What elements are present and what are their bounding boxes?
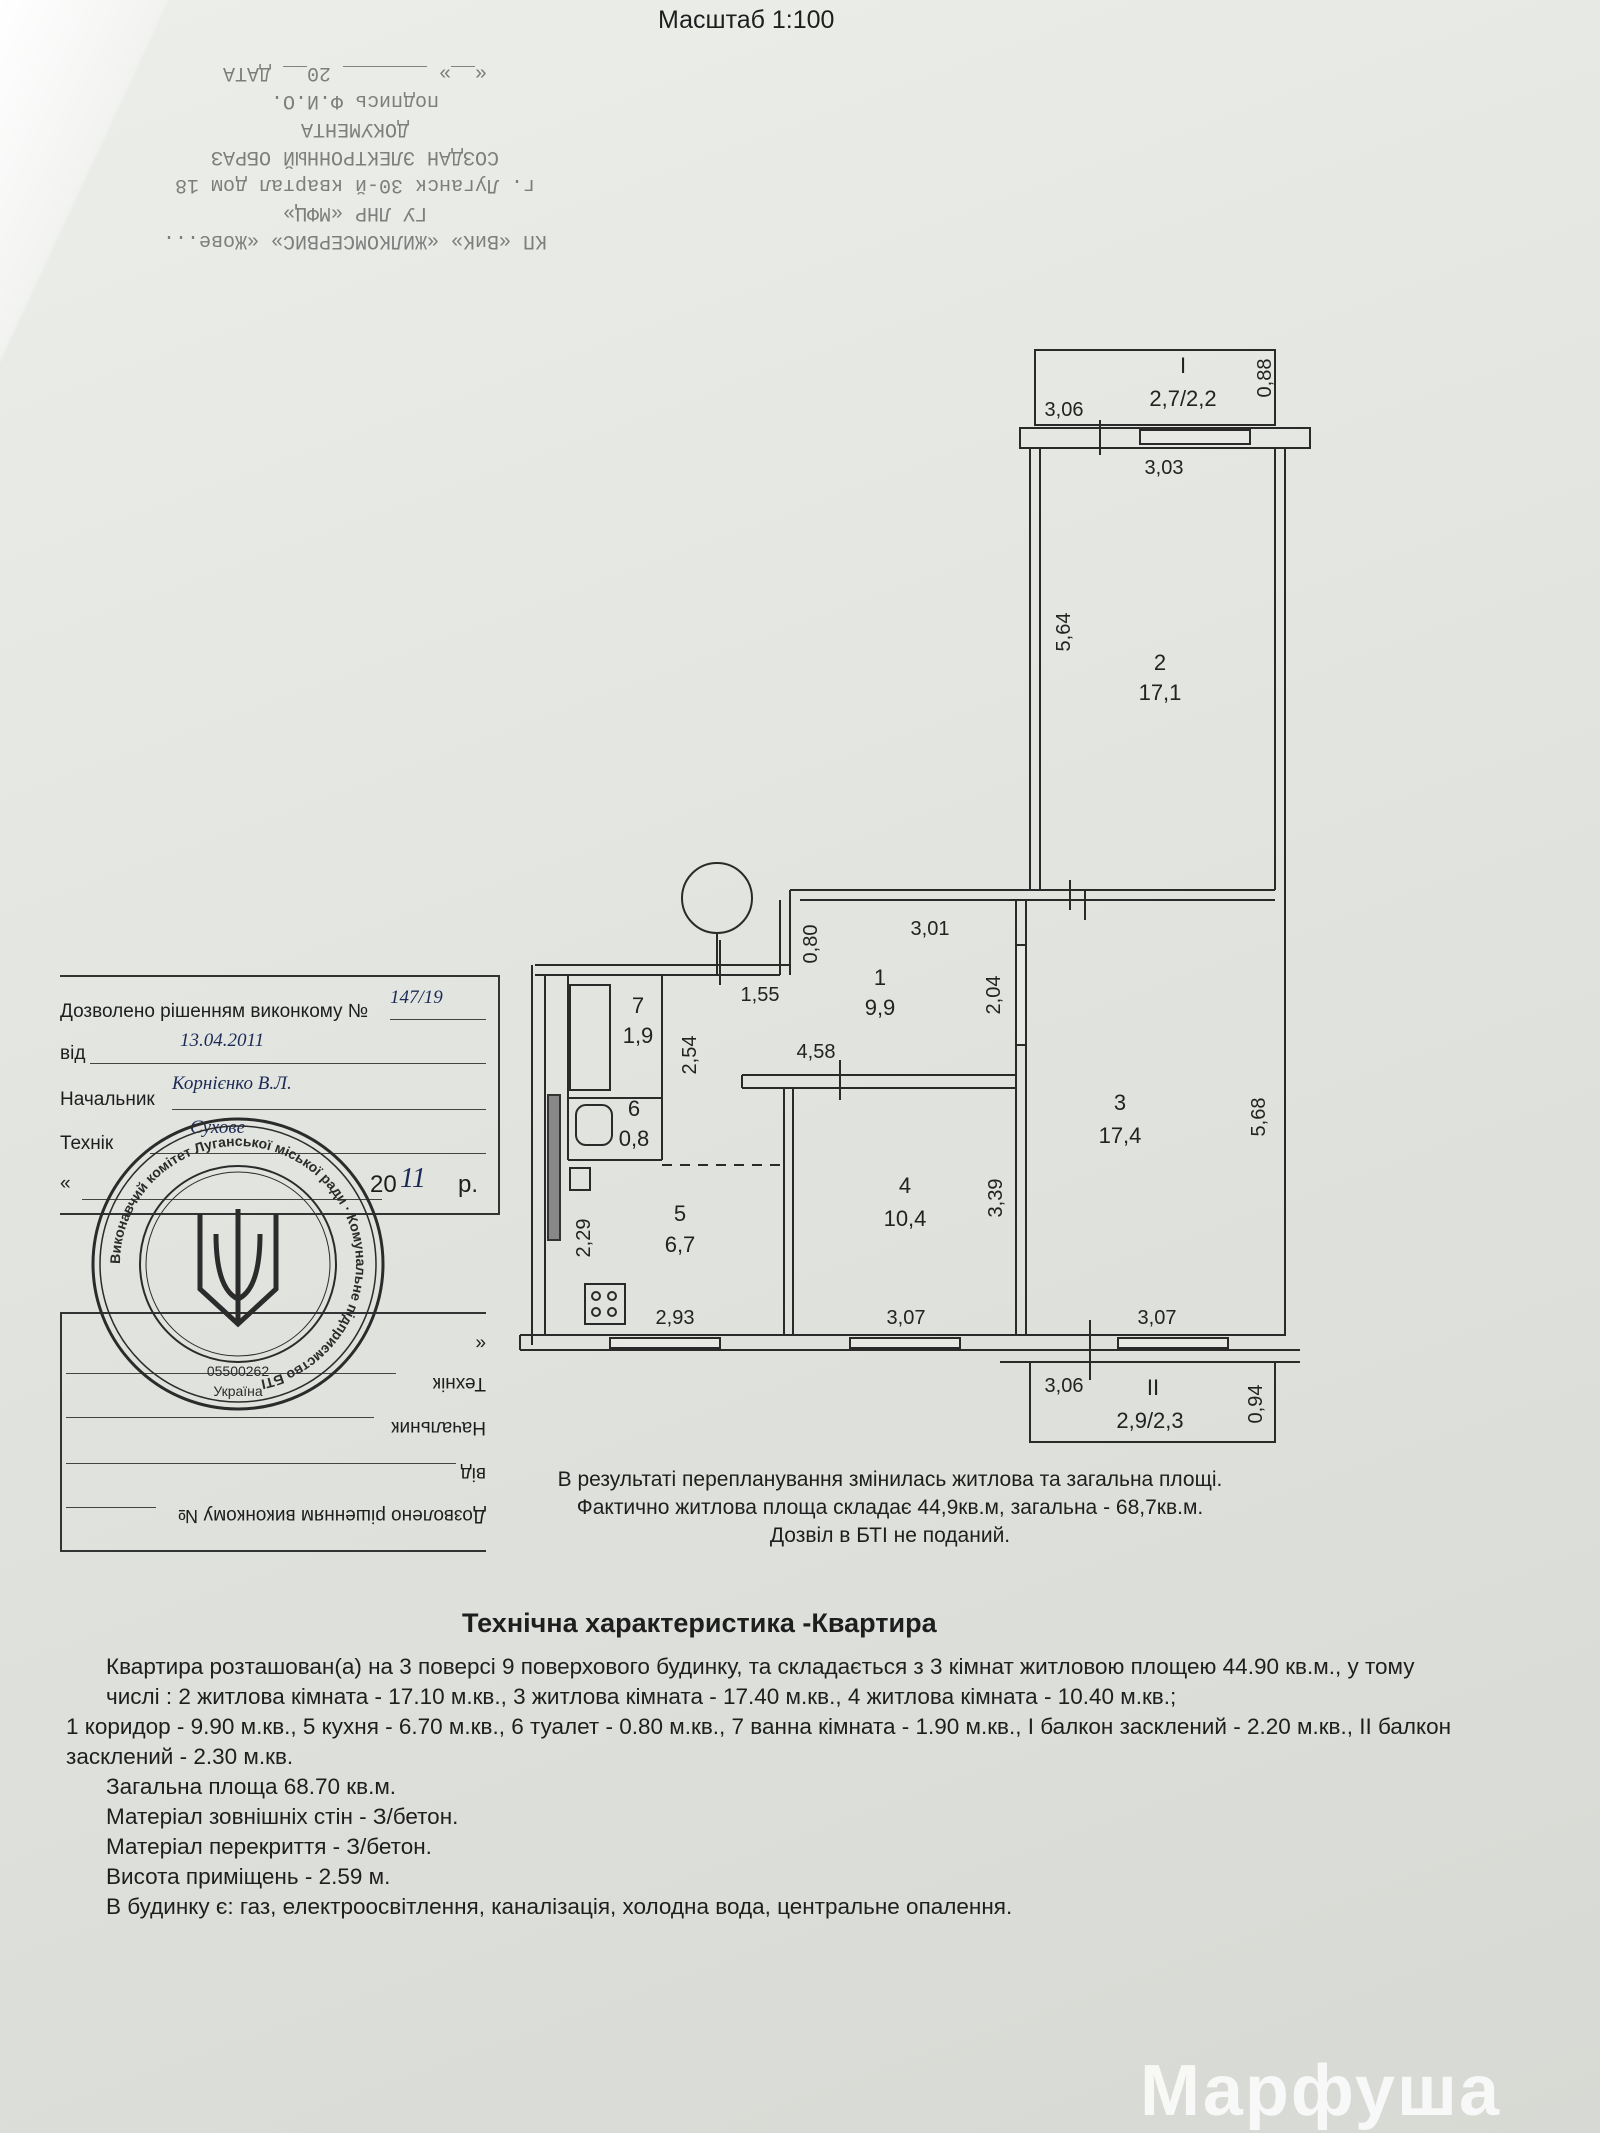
room-7-area: 1,9 [623,1023,654,1048]
dimension-label: 5,64 [1053,613,1075,652]
dimension-label: 5,68 [1248,1098,1270,1137]
official-round-stamp: Виконавчий комітет Луганської міської ра… [91,1117,385,1411]
approval-mirror-date-quote: « [475,1333,486,1354]
approval-chief-name: Корнієнко В.Л. [172,1073,292,1094]
dimension-label: 0,94 [1245,1385,1267,1424]
room-4-number: 4 [899,1173,911,1198]
tech-paragraph: В будинку є: газ, електроосвітлення, кан… [106,1894,1013,1919]
tech-characteristics-title: Технічна характеристика -Квартира [462,1608,937,1638]
room-5-area: 6,7 [665,1232,696,1257]
page-fold-edge [0,0,220,420]
room-6-number: 6 [628,1096,640,1121]
dimension-label: 1,55 [741,984,780,1006]
note-line: Дозвіл в БТІ не поданий. [769,1524,1011,1547]
tech-paragraph: Загальна площа 68.70 кв.м. [106,1774,397,1799]
note-line: В результаті перепланування змінилась жи… [557,1468,1223,1491]
window [1117,1337,1229,1349]
balcony-1-area: 2,7/2,2 [1149,386,1216,411]
room-3-area: 17,4 [1099,1123,1142,1148]
approval-mirror-chief-label: Начальник [391,1417,486,1438]
tech-paragraph: Матеріал перекриття - З/бетон. [106,1834,432,1859]
room-2-area: 17,1 [1139,680,1182,705]
note-line: Фактично житлова площа складає 44,9кв.м,… [576,1496,1204,1519]
dimension-label: 4,58 [797,1041,836,1063]
room-5-number: 5 [674,1201,686,1226]
room-7-number: 7 [632,993,644,1018]
dimension-label: 2,29 [573,1219,595,1258]
balcony-1-outline [1034,349,1276,426]
stamp-code: 05500262 [207,1363,270,1379]
room-1-area: 9,9 [865,995,896,1020]
tech-paragraph: Матеріал зовнішніх стін - З/бетон. [106,1804,459,1829]
wall-top-room-2 [1019,427,1311,449]
dimension-label: 3,39 [985,1179,1007,1218]
dimension-label: 3,06 [1045,1375,1084,1397]
dimension-label: 3,01 [911,918,950,940]
replanning-note: В результаті перепланування змінилась жи… [440,1466,1340,1550]
tech-paragraph: 1 коридор - 9.90 м.кв., 5 кухня - 6.70 м… [66,1714,1452,1769]
dimension-label: 2,93 [656,1307,695,1329]
tech-characteristics-body: Квартира розташован(а) на 3 поверсі 9 по… [66,1652,1456,1922]
stamp-country: Україна [213,1383,263,1399]
window [609,1337,721,1349]
room-2-number: 2 [1154,650,1166,675]
dimension-label: 0,88 [1254,359,1276,398]
window [1139,429,1251,445]
room-1-number: 1 [874,965,886,990]
room-4-area: 10,4 [884,1206,927,1231]
room-6-area: 0,8 [619,1126,650,1151]
scale-label: Масштаб 1:100 [658,6,835,34]
dimension-label: 2,54 [679,1036,701,1075]
dimension-label: 3,07 [887,1307,926,1329]
window [849,1337,961,1349]
approval-year-prefix: 20 [370,1171,397,1198]
dimension-label: 0,80 [800,925,822,964]
dimension-label: 3,06 [1045,399,1084,421]
approval-decision-label: Дозволено рішенням виконкому № [60,1001,369,1022]
approval-year-suffix: 11 [400,1163,426,1194]
approval-from-label: від [60,1043,86,1064]
approval-block: Дозволено рішенням виконкому № 147/19 ві… [60,975,500,1215]
watermark-logo: Марфуша [1140,2051,1502,2131]
dimension-label: 3,07 [1138,1307,1177,1329]
tech-paragraph: Висота приміщень - 2.59 м. [106,1864,391,1889]
approval-date-quote: « [60,1173,71,1194]
approval-date: 13.04.2011 [180,1030,265,1051]
trident-emblem [197,1209,279,1328]
dimension-label: 3,03 [1145,457,1184,479]
tech-paragraph: Квартира розташован(а) на 3 поверсі 9 по… [106,1654,1415,1709]
balcony-2-number: II [1147,1375,1159,1400]
approval-year-unit: р. [458,1171,479,1198]
room-3-number: 3 [1114,1090,1126,1115]
balcony-1-number: I [1180,353,1186,378]
dimension-label: 2,04 [983,976,1005,1015]
approval-tech-label: Технік [60,1133,114,1154]
approval-mirror-tech-label: Технік [432,1373,486,1394]
approval-chief-label: Начальник [60,1089,155,1110]
approval-decision-number: 147/19 [390,987,443,1008]
balcony-2-area: 2,9/2,3 [1116,1408,1183,1433]
